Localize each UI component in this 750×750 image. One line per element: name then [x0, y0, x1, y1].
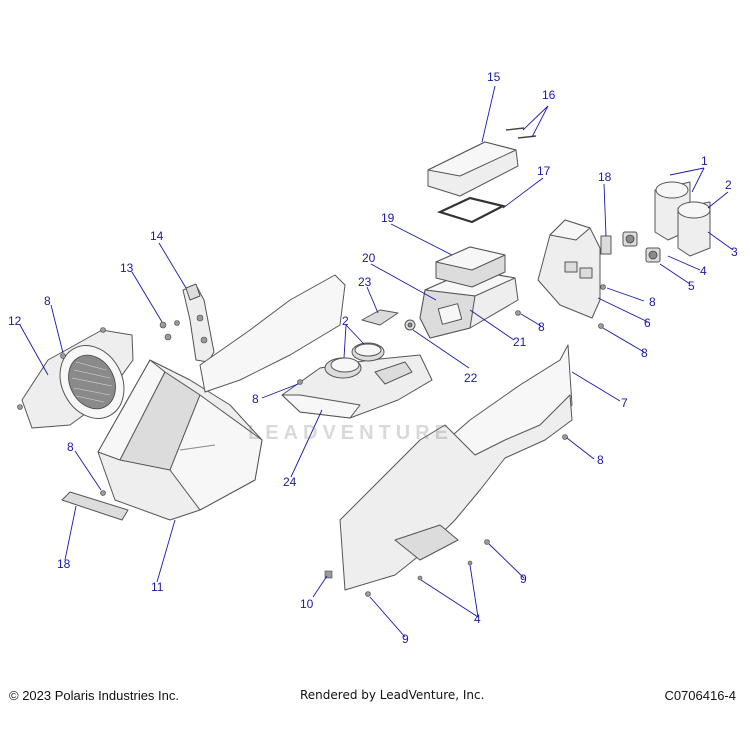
callout-8-b: 8: [641, 346, 648, 360]
callout-24: 24: [283, 475, 297, 489]
callout-4-bottom: 4: [474, 612, 481, 626]
watermark: LEADVENTURE: [248, 422, 454, 444]
callout-11: 11: [151, 580, 164, 594]
hardware-screws[interactable]: [17, 284, 606, 597]
diagram-code: C0706416-4: [664, 688, 736, 703]
callout-6: 6: [644, 316, 651, 330]
callout-12: 12: [8, 314, 22, 328]
callout-8-a: 8: [649, 295, 656, 309]
callout-4-right: 4: [700, 264, 707, 278]
part-23-pad[interactable]: [361, 309, 399, 326]
callout-8-g: 8: [67, 440, 74, 454]
callout-7: 7: [621, 396, 628, 410]
part-2-cup-holders-center[interactable]: [330, 343, 382, 373]
part-12-speaker-panel[interactable]: [21, 329, 136, 430]
callout-9-a: 9: [520, 572, 527, 586]
callout-14: 14: [150, 229, 164, 243]
callout-20: 20: [362, 251, 376, 265]
left-side-panel[interactable]: [199, 274, 346, 393]
exploded-parts-diagram: 1 2 3 4 5 6 7 8 8 8 8 8 8 8 9 9 10 4 11 …: [8, 70, 738, 646]
callout-8-d: 8: [538, 320, 545, 334]
callout-8-f: 8: [44, 294, 51, 308]
callout-labels: 1 2 3 4 5 6 7 8 8 8 8 8 8 8 9 9 10 4 11 …: [8, 70, 738, 646]
callout-19: 19: [381, 211, 395, 225]
part-11-console-body[interactable]: [97, 359, 263, 521]
callout-3: 3: [731, 245, 738, 259]
part-24-center-tray[interactable]: [281, 342, 433, 419]
callout-13: 13: [120, 261, 134, 275]
callout-22: 22: [464, 371, 478, 385]
part-22-knob[interactable]: [404, 319, 416, 331]
callout-23: 23: [358, 275, 372, 289]
part-15-lid[interactable]: [427, 141, 519, 197]
part-14-bracket[interactable]: [182, 283, 215, 363]
callout-17: 17: [537, 164, 551, 178]
part-16-pins[interactable]: [505, 127, 537, 139]
part-13-bolts[interactable]: [159, 320, 180, 341]
callout-15: 15: [487, 70, 501, 84]
part-17-seal[interactable]: [436, 196, 507, 224]
callout-18-right: 18: [598, 170, 612, 184]
part-3-cup-holder-assembly[interactable]: [654, 181, 711, 257]
callout-1: 1: [701, 154, 708, 168]
callout-8-c: 8: [597, 453, 604, 467]
copyright-text: © 2023 Polaris Industries Inc.: [9, 688, 179, 703]
part-6-rear-panel[interactable]: [537, 219, 601, 319]
callout-21: 21: [513, 335, 527, 349]
right-front-panel[interactable]: [339, 394, 573, 591]
part-18-plate-right[interactable]: [600, 235, 612, 255]
callout-9-b: 9: [402, 632, 409, 646]
callout-10: 10: [300, 597, 314, 611]
callout-5: 5: [688, 279, 695, 293]
part-5-vent[interactable]: [622, 231, 661, 263]
rendered-by-text: Rendered by LeadVenture, Inc.: [300, 688, 485, 702]
callout-16: 16: [542, 88, 556, 102]
part-18-plate-left[interactable]: [61, 491, 129, 521]
callout-2-right: 2: [725, 178, 732, 192]
callout-2-center: 2: [342, 314, 349, 328]
leader-lines: [19, 85, 734, 638]
part-19-storage-bin[interactable]: [435, 246, 506, 288]
callout-8-e: 8: [252, 392, 259, 406]
callout-18-left: 18: [57, 557, 71, 571]
